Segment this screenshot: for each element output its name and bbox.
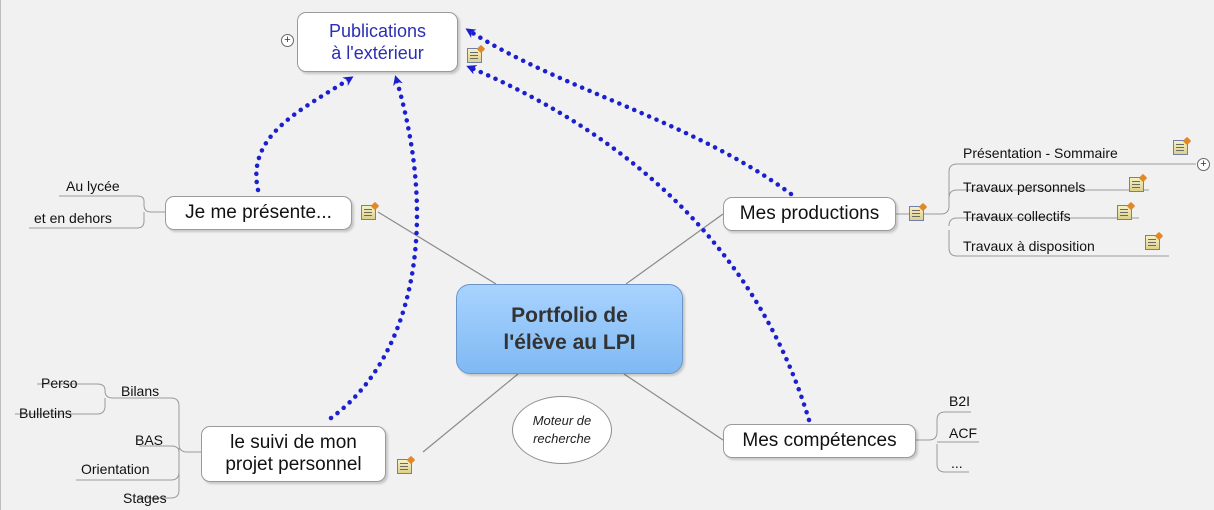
note-icon[interactable] — [1117, 205, 1132, 220]
subtopic-travaux-personnels[interactable]: Travaux personnels — [963, 179, 1086, 195]
topic-je-me-presente[interactable]: Je me présente... — [165, 196, 352, 230]
note-icon[interactable] — [1173, 140, 1188, 155]
subtopic-bulletins[interactable]: Bulletins — [19, 405, 72, 421]
floating-topic-line1: Moteur de — [532, 413, 592, 428]
subtopic-ellipsis[interactable]: ... — [951, 455, 963, 471]
relationship-arrow-presente — [254, 75, 354, 193]
relationship-arrow-suivi — [328, 75, 420, 421]
topic-suivi-line2: projet personnel — [225, 454, 362, 475]
connector-center-competences — [623, 373, 724, 441]
note-icon[interactable] — [361, 205, 376, 220]
topic-mes-competences[interactable]: Mes compétences — [723, 424, 916, 458]
floating-topic-moteur-de-recherche[interactable]: Moteur de recherche — [512, 396, 612, 464]
subtopic-travaux-collectifs[interactable]: Travaux collectifs — [963, 208, 1071, 224]
connector-productions-leaves — [896, 163, 1196, 257]
topic-mes-productions[interactable]: Mes productions — [723, 197, 896, 231]
subtopic-bas[interactable]: BAS — [135, 432, 164, 448]
topic-publications-line1: Publications — [328, 21, 427, 41]
topic-suivi-projet[interactable]: le suivi de mon projet personnel — [201, 426, 386, 482]
subtopic-bilans[interactable]: Bilans — [121, 383, 160, 399]
subtopic-orientation[interactable]: Orientation — [81, 461, 150, 477]
central-topic-line1: Portfolio de — [511, 304, 628, 327]
connector-center-suivi — [422, 373, 519, 453]
topic-publications[interactable]: Publications à l'extérieur — [297, 12, 458, 72]
floating-topic-line2: recherche — [533, 431, 591, 446]
connector-presente-leaves — [29, 195, 165, 229]
subtopic-travaux-a-disposition[interactable]: Travaux à disposition — [963, 238, 1095, 254]
note-icon[interactable] — [467, 48, 482, 63]
subtopic-et-en-dehors[interactable]: et en dehors — [34, 210, 112, 226]
relationship-arrow-competences — [466, 64, 812, 423]
expand-plus-icon[interactable]: + — [1197, 158, 1210, 171]
connector-center-productions — [625, 213, 724, 285]
subtopic-acf[interactable]: ACF — [949, 425, 977, 441]
topic-productions-label: Mes productions — [739, 203, 880, 224]
connector-suivi-leaves — [15, 383, 201, 499]
topic-presente-label: Je me présente... — [185, 202, 332, 223]
subtopic-presentation-sommaire[interactable]: Présentation - Sommaire — [963, 145, 1118, 161]
central-topic[interactable]: Portfolio de l'élève au LPI — [456, 284, 683, 374]
topic-suivi-line1: le suivi de mon — [230, 432, 357, 453]
subtopic-perso[interactable]: Perso — [41, 375, 78, 391]
subtopic-stages[interactable]: Stages — [123, 490, 167, 506]
note-icon[interactable] — [1145, 235, 1160, 250]
subtopic-b2i[interactable]: B2I — [949, 393, 971, 409]
topic-publications-line2: à l'extérieur — [331, 43, 424, 63]
central-topic-line2: l'élève au LPI — [503, 331, 636, 354]
note-icon[interactable] — [909, 206, 924, 221]
topic-competences-label: Mes compétences — [742, 430, 897, 451]
subtopic-au-lycee[interactable]: Au lycée — [66, 178, 120, 194]
note-icon[interactable] — [397, 459, 412, 474]
connector-center-presente — [377, 211, 497, 285]
expand-plus-icon[interactable]: + — [281, 34, 294, 47]
note-icon[interactable] — [1129, 177, 1144, 192]
relationship-arrow-productions — [465, 27, 794, 197]
connector-competences-leaves — [916, 411, 979, 473]
